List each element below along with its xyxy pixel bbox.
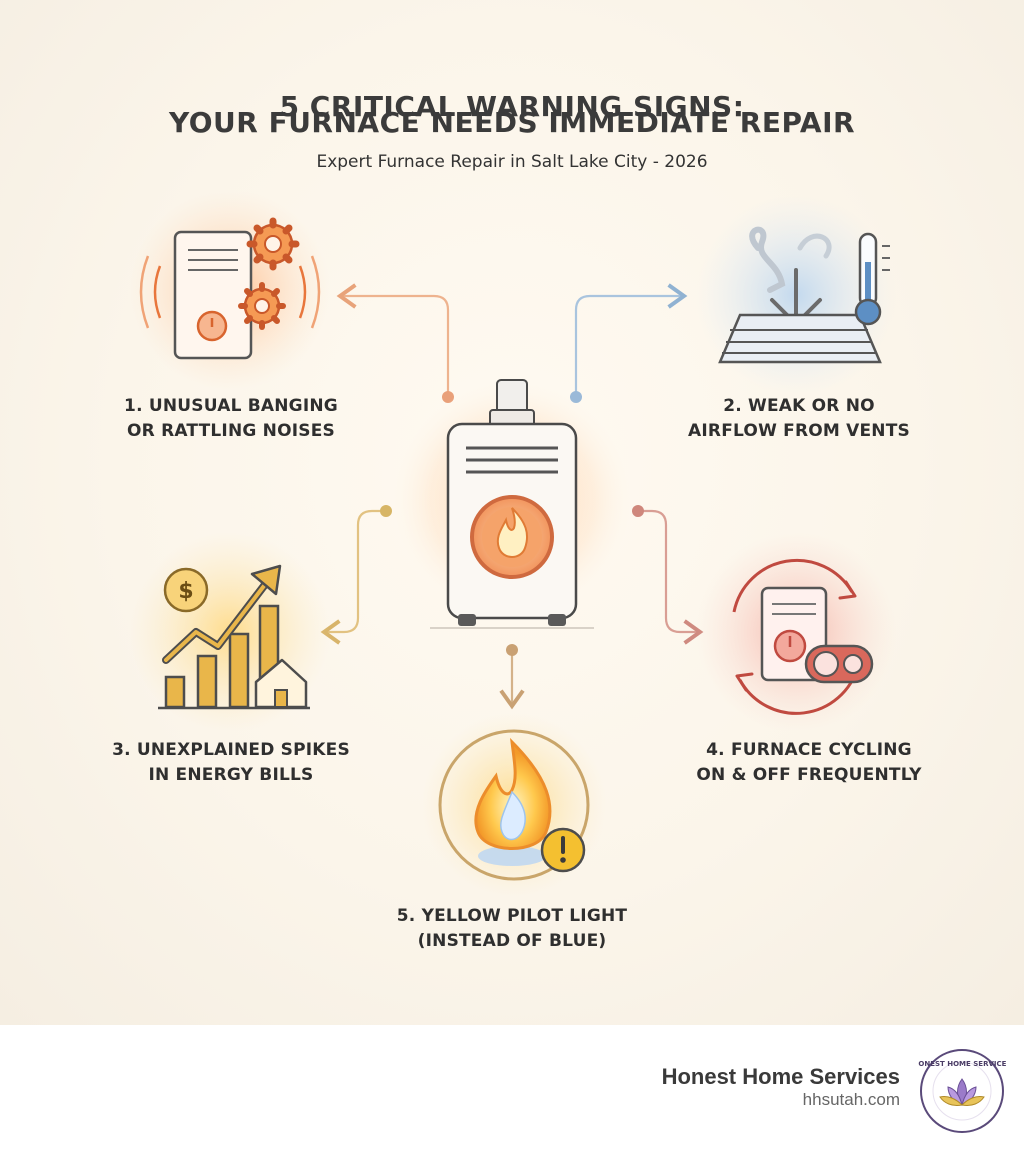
sign-label-5: 5. YELLOW PILOT LIGHT (INSTEAD OF BLUE) bbox=[396, 906, 628, 951]
vent-airflow-thermometer-icon bbox=[696, 195, 896, 395]
title-line-1: 5 CRITICAL WARNING SIGNS: bbox=[279, 90, 745, 123]
connector-1 bbox=[336, 283, 454, 403]
sign-label-4: 4. FURNACE CYCLING ON & OFF FREQUENTLY bbox=[696, 740, 922, 785]
sign-label-2: 2. WEAK OR NO AIRFLOW FROM VENTS bbox=[688, 396, 910, 441]
illustration-layer: $ bbox=[130, 190, 896, 897]
infographic-canvas: $ bbox=[0, 0, 1024, 1025]
sign-label-1: 1. UNUSUAL BANGING OR RATTLING NOISES bbox=[124, 396, 338, 441]
title-line-2: YOUR FURNACE NEEDS IMMEDIATE REPAIR bbox=[168, 106, 856, 139]
noisy-furnace-gears-icon bbox=[130, 190, 330, 390]
connector-4 bbox=[632, 505, 704, 645]
svg-text:$: $ bbox=[178, 579, 193, 604]
connector-2 bbox=[570, 283, 688, 403]
lotus-logo-icon: HONEST HOME SERVICES bbox=[918, 1049, 1006, 1133]
power-cycle-icon bbox=[696, 532, 896, 732]
connector-5 bbox=[499, 644, 525, 710]
connector-3 bbox=[320, 505, 392, 645]
brand-url[interactable]: hhsutah.com bbox=[802, 1090, 900, 1109]
sign-label-3: 3. UNEXPLAINED SPIKES IN ENERGY BILLS bbox=[112, 740, 350, 785]
yellow-flame-warning-icon bbox=[422, 713, 606, 897]
brand-name: Honest Home Services bbox=[661, 1064, 900, 1089]
footer bbox=[0, 1025, 1024, 1154]
furnace-flame-icon bbox=[394, 379, 630, 629]
logo-text: HONEST HOME SERVICES bbox=[918, 1060, 1006, 1068]
rising-bills-chart-icon: $ bbox=[130, 532, 330, 732]
subtitle: Expert Furnace Repair in Salt Lake City … bbox=[316, 152, 708, 172]
